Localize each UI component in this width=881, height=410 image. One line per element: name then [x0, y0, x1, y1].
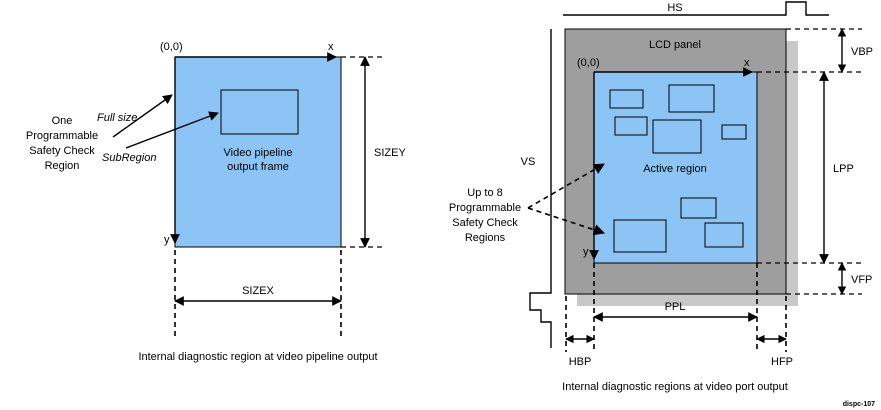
full-size-arrow: [112, 94, 173, 138]
lpp-label: LPP: [833, 163, 854, 175]
left-region-note-line-2: Programmable: [26, 130, 98, 142]
note-arrow-upper: [527, 163, 605, 209]
safety-region: [721, 124, 747, 140]
vs-label: VS: [521, 156, 536, 168]
vfp-label: VFP: [851, 274, 872, 286]
left-region-note-line-3: Safety Check: [29, 145, 95, 157]
sizex-label: SIZEX: [242, 285, 274, 297]
left-origin-label: (0,0): [160, 41, 183, 53]
left-axis-y-label: y: [164, 234, 170, 246]
note-arrow-lower: [527, 207, 606, 236]
frame-label-line-1: Video pipeline: [224, 147, 293, 159]
right-region-note-line-4: Regions: [465, 232, 506, 244]
right-axis-y-label: y: [583, 246, 589, 258]
right-panel-caption: Internal diagnostic regions at video por…: [562, 381, 788, 393]
right-origin-label: (0,0): [577, 57, 600, 69]
right-region-note-line-2: Programmable: [449, 202, 521, 214]
hfp-label: HFP: [771, 356, 793, 368]
right-axis-x-label: x: [744, 57, 750, 69]
full-size-annotation: Full size: [97, 112, 137, 124]
figure-id-label: dispc-107: [843, 401, 875, 408]
lcd-panel-label: LCD panel: [649, 39, 701, 51]
video-pipeline-output-frame: [174, 56, 342, 248]
frame-label-line-2: output frame: [227, 161, 289, 173]
ppl-label: PPL: [665, 301, 686, 313]
subregion-annotation: SubRegion: [102, 152, 156, 164]
hbp-label: HBP: [569, 356, 592, 368]
safety-region: [680, 197, 717, 219]
hs-label: HS: [667, 2, 682, 14]
left-panel-group: (0,0) x y Video pipeline output frame Fu…: [26, 41, 407, 363]
safety-region: [668, 84, 715, 113]
safety-region: [613, 219, 667, 253]
right-region-note-line-3: Safety Check: [452, 217, 518, 229]
left-axis-x-label: x: [328, 41, 334, 53]
left-region-note-line-4: Region: [45, 160, 80, 172]
vbp-label: VBP: [851, 46, 873, 58]
active-region-label: Active region: [643, 163, 707, 175]
subregion-arrow: [125, 111, 219, 149]
active-region: [593, 71, 758, 264]
right-panel-group: HS VS LCD panel Active region (0,0) x y: [449, 1, 875, 408]
subregion-box: [220, 89, 299, 135]
safety-region: [652, 119, 702, 154]
safety-check-regions: [609, 84, 747, 253]
hs-waveform: [563, 1, 829, 16]
right-region-note-line-1: Up to 8: [467, 187, 502, 199]
safety-region: [614, 116, 648, 136]
safety-region: [609, 89, 644, 109]
safety-region: [704, 222, 744, 248]
left-region-note-line-1: One: [52, 115, 73, 127]
left-panel-caption: Internal diagnostic region at video pipe…: [138, 351, 377, 363]
sizey-label: SIZEY: [374, 147, 406, 159]
vs-waveform: [529, 29, 552, 348]
